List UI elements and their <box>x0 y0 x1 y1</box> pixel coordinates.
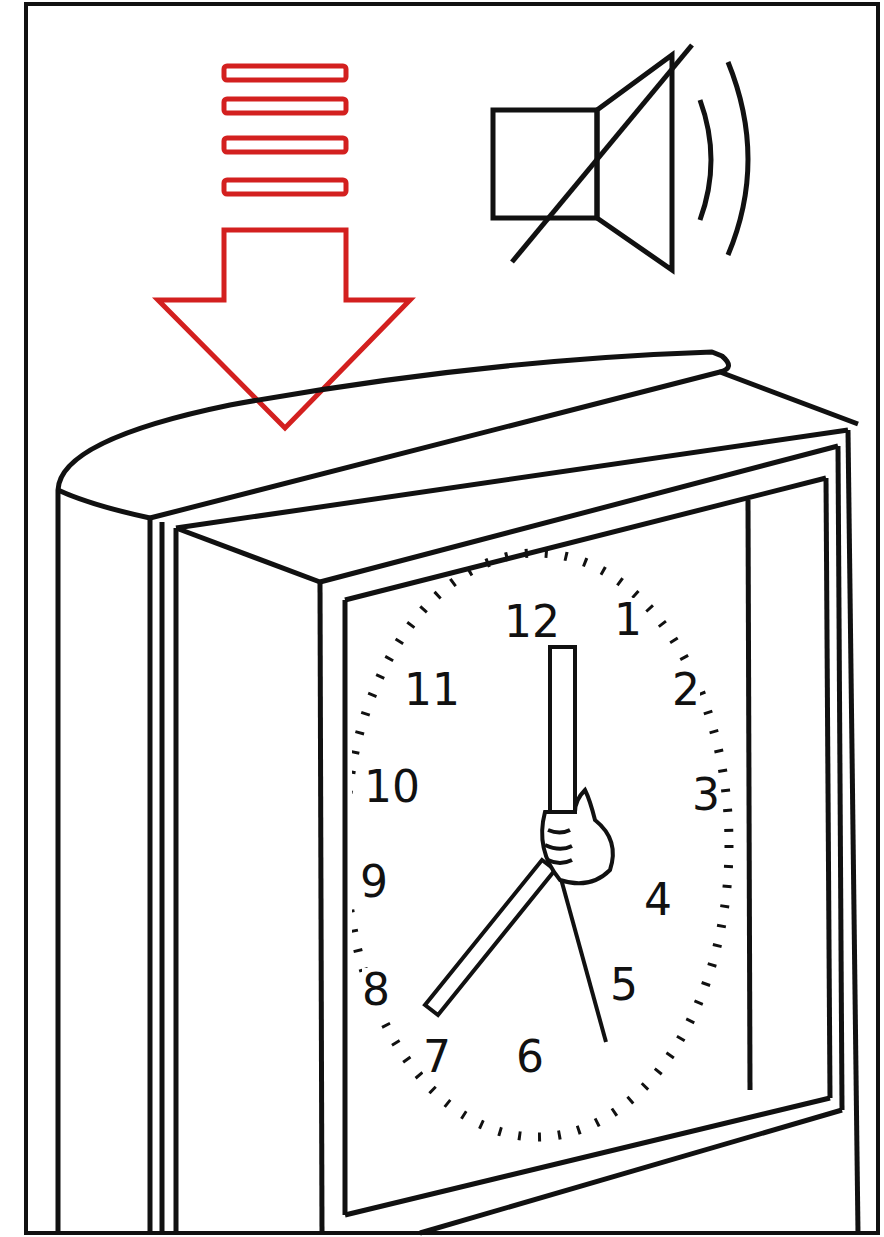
dial-ticks <box>352 553 729 1137</box>
press-arrow <box>158 66 410 428</box>
clock-numeral: 2 <box>672 668 700 712</box>
clock-numeral: 12 <box>504 600 560 644</box>
clock-numeral: 11 <box>404 668 460 712</box>
clock-numeral: 1 <box>614 598 642 642</box>
mute-symbol <box>493 45 748 270</box>
clock-numeral: 3 <box>692 773 720 817</box>
clock-numeral: 9 <box>360 860 388 904</box>
clock-case <box>58 352 858 1233</box>
clock-numeral: 4 <box>644 878 672 922</box>
clock-numeral: 6 <box>516 1035 544 1079</box>
clock-numeral: 5 <box>610 963 638 1007</box>
clock-numeral: 8 <box>362 968 390 1012</box>
picture-frame <box>26 4 878 1233</box>
clock-numeral: 7 <box>423 1035 451 1079</box>
clock-numeral: 10 <box>364 765 420 809</box>
